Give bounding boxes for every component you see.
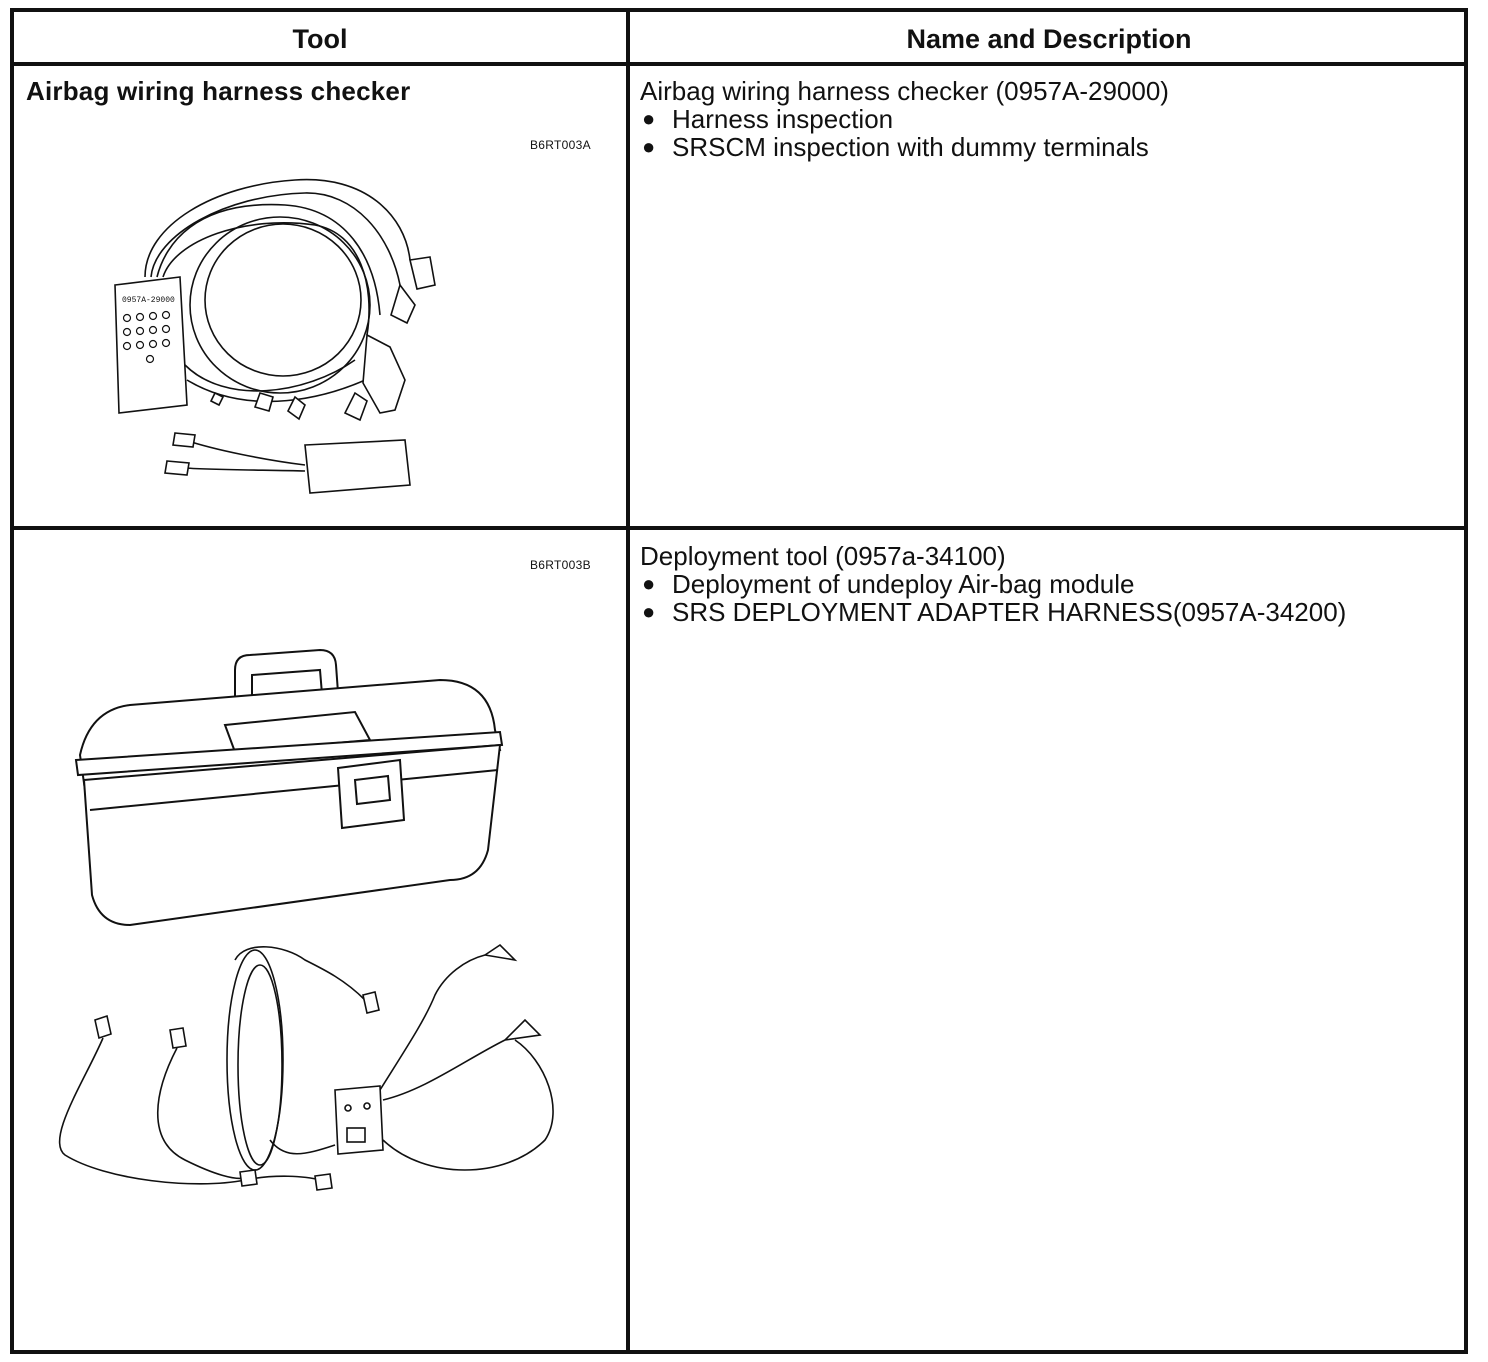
bullet-icon: ●: [642, 599, 656, 624]
deployment-toolbox-illustration: [74, 648, 504, 927]
figure-code-b: B6RT003B: [530, 558, 591, 572]
tool-title-harness-checker: Airbag wiring harness checker: [26, 76, 411, 106]
header-name-description: Name and Description: [906, 23, 1192, 54]
bullet-icon: ●: [642, 571, 656, 596]
description-deployment-tool: Deployment tool (0957a-34100) ●Deploymen…: [640, 542, 1346, 626]
tools-table: Tool Name and Description: [10, 8, 1468, 1354]
column-divider: [626, 12, 630, 1350]
bullet-item: ●SRS DEPLOYMENT ADAPTER HARNESS(0957A-34…: [642, 597, 1347, 627]
header-divider: [14, 62, 1464, 66]
description-title: Deployment tool (0957a-34100): [640, 541, 1006, 571]
bullet-icon: ●: [642, 106, 656, 131]
bullet-item: ●Harness inspection: [642, 104, 894, 134]
row-divider: [14, 526, 1464, 530]
adapter-harness-illustration: [58, 943, 554, 1191]
bullet-item: ●SRSCM inspection with dummy terminals: [642, 132, 1149, 162]
harness-checker-illustration: 0957A-29000: [114, 178, 436, 494]
description-title: Airbag wiring harness checker (0957A-290…: [640, 76, 1169, 106]
figure-code-a: B6RT003A: [530, 138, 591, 152]
device-label: 0957A-29000: [122, 296, 175, 305]
description-harness-checker: Airbag wiring harness checker (0957A-290…: [640, 77, 1169, 161]
bullet-icon: ●: [642, 134, 656, 159]
bullet-item: ●Deployment of undeploy Air-bag module: [642, 569, 1135, 599]
header-tool: Tool: [292, 23, 348, 54]
